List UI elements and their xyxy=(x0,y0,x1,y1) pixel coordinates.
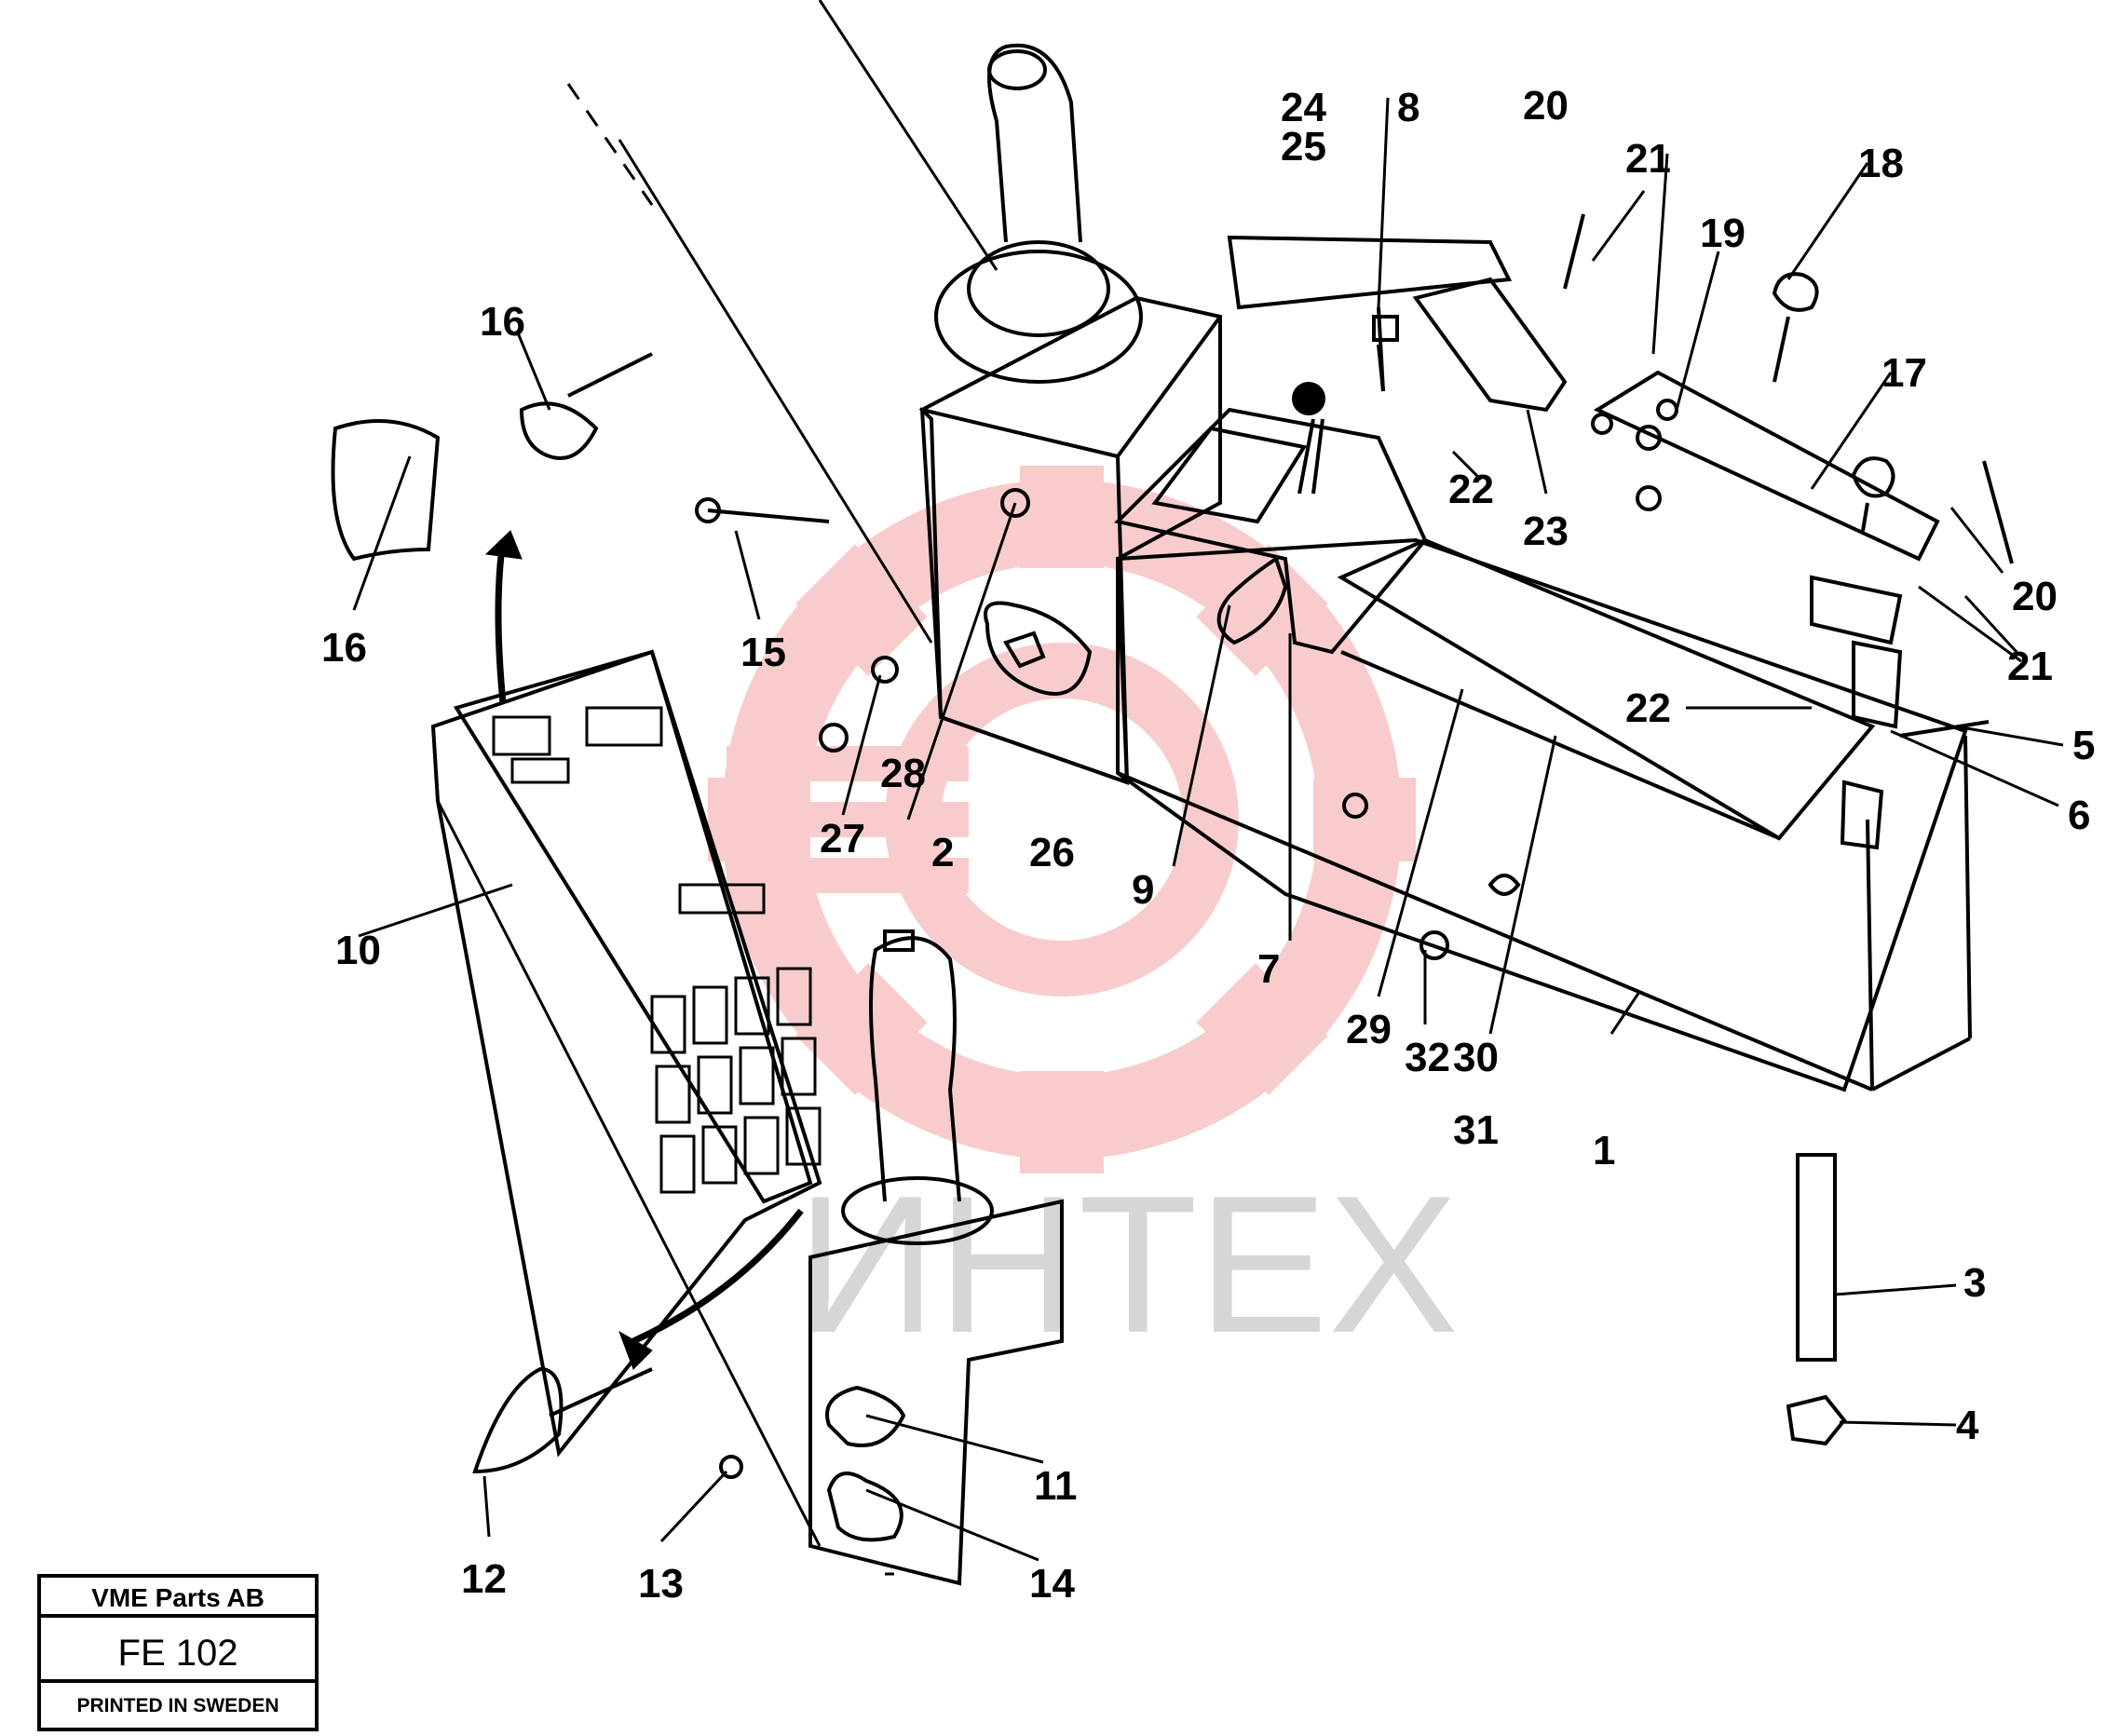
company-name: VME Parts AB xyxy=(91,1583,265,1612)
part-labels: 1 2 3 4 5 6 7 8 9 10 11 12 13 14 15 16 1… xyxy=(321,83,2095,1607)
watermark-text: ИНТЕХ xyxy=(796,1155,1459,1374)
label-part-21-top: 21 xyxy=(1625,136,1671,182)
label-part-4: 4 xyxy=(1956,1403,1979,1448)
label-part-20-right: 20 xyxy=(2012,574,2058,619)
label-part-12: 12 xyxy=(461,1556,507,1602)
arrows xyxy=(484,530,804,1370)
label-part-16-bottom: 16 xyxy=(321,625,367,671)
label-part-11: 11 xyxy=(1034,1463,1078,1509)
label-part-26: 26 xyxy=(1029,830,1075,875)
label-part-15: 15 xyxy=(740,630,786,675)
label-part-6: 6 xyxy=(2068,793,2090,838)
joystick-housing-left xyxy=(808,929,1064,1586)
drawing-number: FE 102 xyxy=(118,1633,238,1674)
label-part-14: 14 xyxy=(1029,1561,1075,1607)
detail-parts xyxy=(331,352,1847,1479)
printed-note: PRINTED IN SWEDEN xyxy=(76,1695,278,1716)
label-part-10: 10 xyxy=(335,928,381,973)
label-part-19: 19 xyxy=(1700,210,1745,256)
label-part-5: 5 xyxy=(2072,723,2095,768)
label-part-16-top: 16 xyxy=(480,299,525,345)
label-part-25: 25 xyxy=(1281,124,1326,170)
label-part-31: 31 xyxy=(1453,1107,1499,1153)
bracket-assembly xyxy=(1377,213,2014,850)
watermark-logo xyxy=(708,466,1416,1173)
label-part-23: 23 xyxy=(1523,509,1569,554)
label-part-29: 29 xyxy=(1346,1007,1392,1052)
joystick-housing-right xyxy=(918,43,1222,785)
label-part-22-middle: 22 xyxy=(1448,467,1494,512)
label-part-9: 9 xyxy=(1132,867,1154,913)
construction-lines xyxy=(436,0,1873,1547)
label-part-24: 24 xyxy=(1281,85,1326,130)
label-part-20-top: 20 xyxy=(1523,83,1569,129)
label-part-21-right: 21 xyxy=(2007,644,2053,689)
label-part-7: 7 xyxy=(1257,946,1280,992)
label-part-27: 27 xyxy=(820,816,865,861)
label-part-8: 8 xyxy=(1397,85,1419,130)
label-part-17: 17 xyxy=(1881,350,1927,396)
label-part-1: 1 xyxy=(1593,1128,1615,1173)
leader-lines xyxy=(352,97,2064,1576)
title-block: VME Parts AB FE 102 PRINTED IN SWEDEN xyxy=(37,1574,319,1731)
label-part-13: 13 xyxy=(638,1561,684,1607)
label-part-22-right: 22 xyxy=(1625,685,1671,731)
label-part-18: 18 xyxy=(1858,141,1904,186)
label-part-3: 3 xyxy=(1963,1260,1986,1306)
label-part-28: 28 xyxy=(880,751,926,796)
label-part-30: 30 xyxy=(1453,1035,1499,1080)
label-part-32: 32 xyxy=(1405,1035,1450,1080)
label-part-2: 2 xyxy=(931,830,954,875)
